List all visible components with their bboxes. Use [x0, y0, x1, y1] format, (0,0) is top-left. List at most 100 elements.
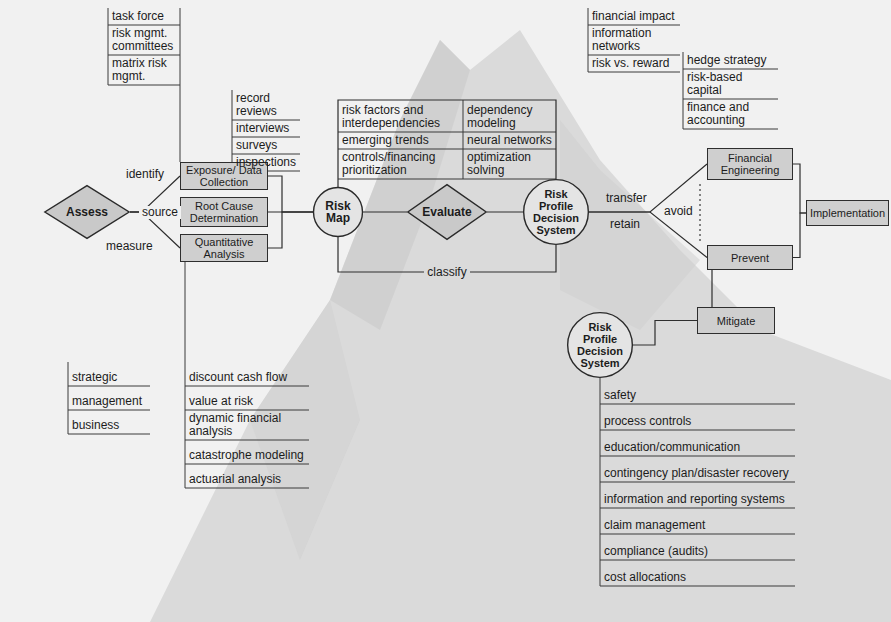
- list-item: interviews: [236, 122, 298, 135]
- node-text: Implementation: [809, 207, 886, 219]
- connector-line: [633, 321, 697, 346]
- list-item: inspections: [236, 156, 298, 169]
- list-rule: [588, 72, 680, 73]
- node-text: Evaluate: [417, 206, 477, 218]
- list-rule: [463, 179, 556, 180]
- list-rule: [338, 179, 463, 180]
- connector-line: [487, 211, 523, 212]
- process-box: Financial Engineering: [707, 148, 793, 180]
- list-rule: [68, 410, 150, 411]
- list-rule: [108, 85, 180, 86]
- list-item: compliance (audits): [604, 545, 793, 558]
- list-item: actuarial analysis: [189, 473, 307, 486]
- process-box: Implementation: [806, 200, 889, 226]
- connector-line: [268, 176, 313, 212]
- list-rule: [338, 132, 463, 133]
- edge-label: classify: [424, 266, 469, 279]
- list-item: safety: [604, 389, 793, 402]
- edge-label: identify: [126, 168, 164, 181]
- list-item: discount cash flow: [189, 371, 307, 384]
- list-item: contingency plan/disaster recovery: [604, 467, 793, 480]
- list-border: [108, 8, 109, 85]
- list-rule: [185, 410, 309, 411]
- list-item: finance and accounting: [687, 101, 776, 127]
- list-item: risk factors and interdependencies: [342, 104, 461, 130]
- list-rule: [588, 55, 680, 56]
- node-text: Prevent: [710, 252, 790, 264]
- circle-shape: [314, 188, 363, 237]
- list-item: risk vs. reward: [592, 57, 678, 70]
- connector-line: [793, 213, 806, 258]
- list-rule: [600, 534, 795, 535]
- decision-diamond: Evaluate: [407, 184, 487, 240]
- list-item: matrix risk mgmt.: [112, 57, 178, 83]
- connector-line: [589, 212, 707, 258]
- mountain-ridge: [330, 40, 470, 330]
- list-border: [600, 378, 601, 586]
- list-item: information and reporting systems: [604, 493, 793, 506]
- list-item: process controls: [604, 415, 793, 428]
- list-border: [588, 8, 589, 72]
- list-item: emerging trends: [342, 134, 461, 147]
- list-rule: [600, 482, 795, 483]
- node-text: Risk Profile Decision System: [572, 321, 628, 369]
- list-rule: [185, 488, 309, 489]
- list-rule: [108, 25, 180, 26]
- list-rule: [600, 456, 795, 457]
- list-rule: [232, 120, 300, 121]
- list-rule: [683, 69, 778, 70]
- list-item: surveys: [236, 139, 298, 152]
- branch-label: avoid: [664, 205, 693, 218]
- list-item: dependency modeling: [467, 104, 554, 130]
- list-item: risk mgmt. committees: [112, 27, 178, 53]
- list-rule: [600, 430, 795, 431]
- connector-line: [363, 211, 407, 212]
- mountain-ridge: [250, 300, 360, 560]
- list-rule: [463, 132, 556, 133]
- list-item: management: [72, 395, 148, 408]
- circle-shape: [568, 313, 633, 378]
- list-item: value at risk: [189, 395, 307, 408]
- circle-node: Risk Map: [313, 187, 363, 237]
- connector-line: [268, 212, 313, 248]
- node-text: Mitigate: [700, 315, 772, 327]
- list-item: education/communication: [604, 441, 793, 454]
- list-item: hedge strategy: [687, 54, 776, 67]
- list-rule: [588, 25, 680, 26]
- list-item: financial impact: [592, 10, 678, 23]
- process-box: Root Cause Determination: [180, 197, 268, 227]
- connector-line: [793, 164, 806, 213]
- node-text: Root Cause Determination: [183, 200, 265, 224]
- list-rule: [68, 386, 150, 387]
- node-text: Quantitative Analysis: [183, 236, 265, 260]
- list-item: claim management: [604, 519, 793, 532]
- list-item: record reviews: [236, 92, 298, 118]
- edge-label: source: [139, 206, 181, 219]
- list-item: risk-based capital: [687, 71, 776, 97]
- diamond-shape: [45, 186, 129, 239]
- list-rule: [185, 464, 309, 465]
- list-rule: [108, 55, 180, 56]
- decision-diamond: Assess: [44, 185, 130, 239]
- list-rule: [600, 508, 795, 509]
- node-text: Financial Engineering: [710, 152, 790, 176]
- list-rule: [68, 434, 150, 435]
- list-item: information networks: [592, 27, 678, 53]
- list-item: business: [72, 419, 148, 432]
- node-text: Assess: [59, 206, 115, 218]
- diamond-shape: [408, 185, 486, 240]
- list-item: cost allocations: [604, 571, 793, 584]
- list-rule: [185, 386, 309, 387]
- list-border: [683, 52, 684, 129]
- list-item: catastrophe modeling: [189, 449, 307, 462]
- list-item: optimization solving: [467, 151, 554, 177]
- list-border: [232, 90, 233, 171]
- dotted-branch: [699, 184, 700, 241]
- node-text: Risk Profile Decision System: [528, 188, 584, 236]
- list-item: controls/financing prioritization: [342, 151, 461, 177]
- edge-label: transfer: [606, 192, 647, 205]
- edge-label: retain: [610, 218, 640, 231]
- list-rule: [463, 149, 556, 150]
- list-item: strategic: [72, 371, 148, 384]
